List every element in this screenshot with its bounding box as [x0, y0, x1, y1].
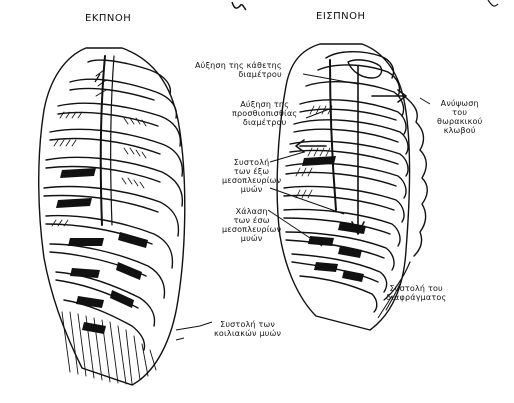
expiration-title: ΕΚΠΝΟΗ [85, 14, 131, 23]
label-abdominal-muscles: Συστολή των κοιλιακών μυών [214, 320, 281, 338]
label-diaphragm: Συστολή του διαφράγματος [386, 284, 446, 302]
label-vertical-diameter: Αύξηση της κάθετης διαμέτρου [195, 61, 282, 79]
label-external-intercostals: Συστολή των έξω μεσοπλευρίων μυών [222, 158, 281, 194]
expiration-ribcage [39, 48, 185, 385]
label-thoracic-cage-lift: Ανύψωση του θωρακικού κλωβού [437, 99, 482, 135]
inspiration-title: ΕΙΣΠΝΟΗ [316, 12, 365, 21]
label-internal-intercostals: Χάλαση των έσω μεσοπλευρίων μυών [222, 207, 281, 243]
label-anteroposterior-diameter: Αύξηση της προσθιοπισθίας διαμέτρου [232, 100, 297, 127]
